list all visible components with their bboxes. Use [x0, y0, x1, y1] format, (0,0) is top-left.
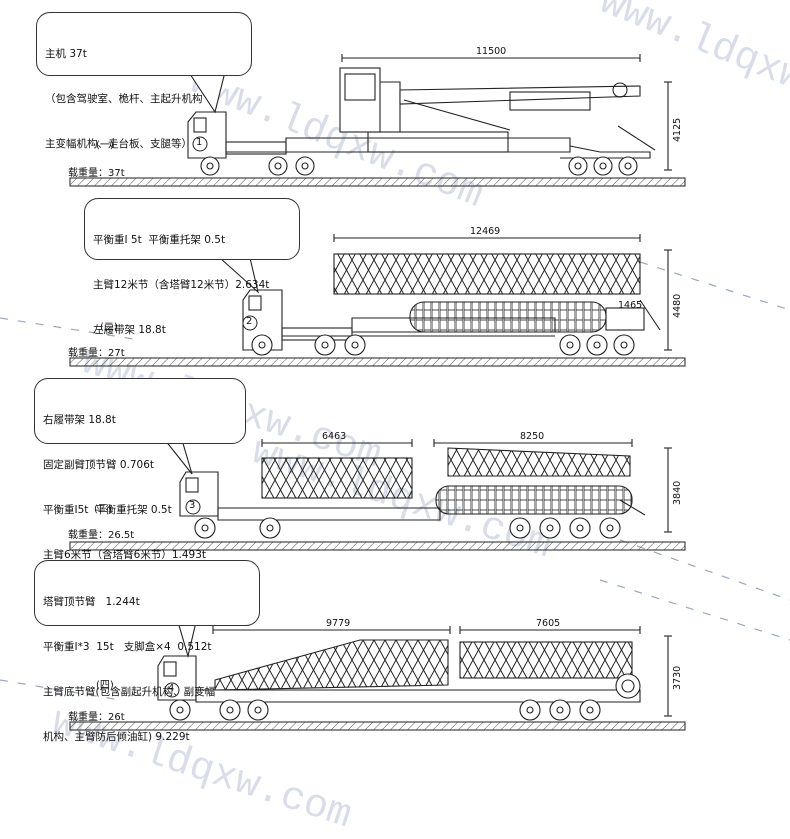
vehicle-number-3: 3 — [189, 500, 196, 511]
load-label-1: 载重量：37t — [68, 168, 125, 179]
dimension-length-1: 11500 — [476, 46, 507, 57]
section-label-3: (三) — [94, 504, 112, 515]
dimension-length-4a: 9779 — [326, 618, 351, 629]
diagram-drawing — [0, 54, 790, 731]
section-label-1: (一) — [96, 140, 114, 151]
panel-1-vehicle — [69, 54, 686, 187]
dimension-length-2: 12469 — [470, 226, 501, 237]
load-label-3: 载重量：26.5t — [68, 530, 135, 541]
section-label-2: (二) — [100, 322, 118, 333]
panel-2-vehicle — [69, 234, 686, 367]
vehicle-number-2: 2 — [246, 316, 253, 327]
panel-3-vehicle — [69, 439, 686, 551]
dimension-height-1: 4125 — [672, 117, 683, 142]
dimension-height-3: 3840 — [672, 480, 683, 505]
dimension-length-3a: 6463 — [322, 431, 347, 442]
dimension-height-4: 3730 — [672, 665, 683, 690]
dimension-offset-2: 1465 — [618, 300, 643, 311]
callout-panel-3: 右履带架 18.8t 固定副臂顶节臂 0.706t 平衡重Ⅰ5t 平衡重托架 0… — [34, 378, 246, 561]
vehicle-number-4: 4 — [168, 683, 175, 694]
section-label-4: (四) — [96, 680, 114, 691]
dimension-height-2: 4480 — [672, 293, 683, 318]
vehicle-number-1: 1 — [196, 137, 203, 148]
panel-4-vehicle — [69, 621, 686, 731]
load-label-4: 载重量：26t — [68, 712, 125, 723]
callout-panel-4: 塔臂顶节臂 1.244t 平衡重Ⅰ*3 15t 支脚盒×4 0.512t 主臂底… — [34, 560, 260, 743]
dimension-length-3b: 8250 — [520, 431, 545, 442]
dimension-length-4b: 7605 — [536, 618, 561, 629]
callout-panel-2: 平衡重Ⅰ 5t 平衡重托架 0.5t 主臂12米节（含塔臂12米节）2.634t… — [84, 198, 300, 336]
callout-panel-1: 主机 37t （包含驾驶室、桅杆、主起升机构 主变幅机构、走台板、支腿等） — [36, 12, 252, 150]
load-label-2: 载重量：27t — [68, 348, 125, 359]
